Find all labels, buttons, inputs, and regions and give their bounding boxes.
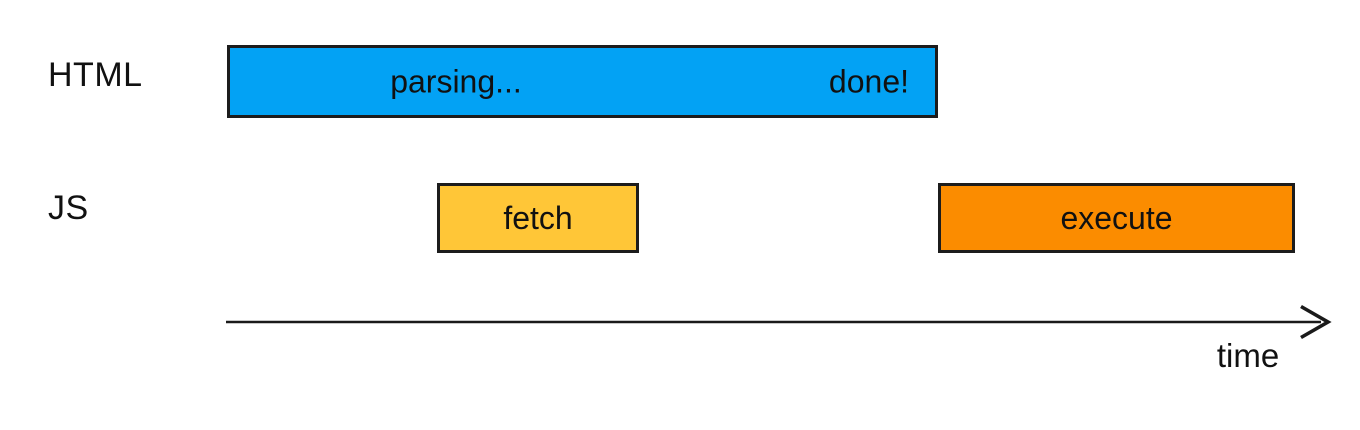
html-parsing-bar: parsing... done!	[227, 45, 938, 118]
arrow-right-icon	[1300, 304, 1332, 340]
time-axis-label: time	[1216, 337, 1280, 374]
execute-label: execute	[1060, 199, 1173, 236]
js-execute-bar: execute	[938, 183, 1295, 253]
done-label: done!	[828, 63, 909, 99]
row-label-js: JS	[48, 189, 89, 227]
js-fetch-bar: fetch	[437, 183, 639, 253]
parsing-label: parsing...	[390, 63, 522, 99]
fetch-label: fetch	[503, 199, 573, 236]
row-label-html: HTML	[48, 56, 143, 94]
